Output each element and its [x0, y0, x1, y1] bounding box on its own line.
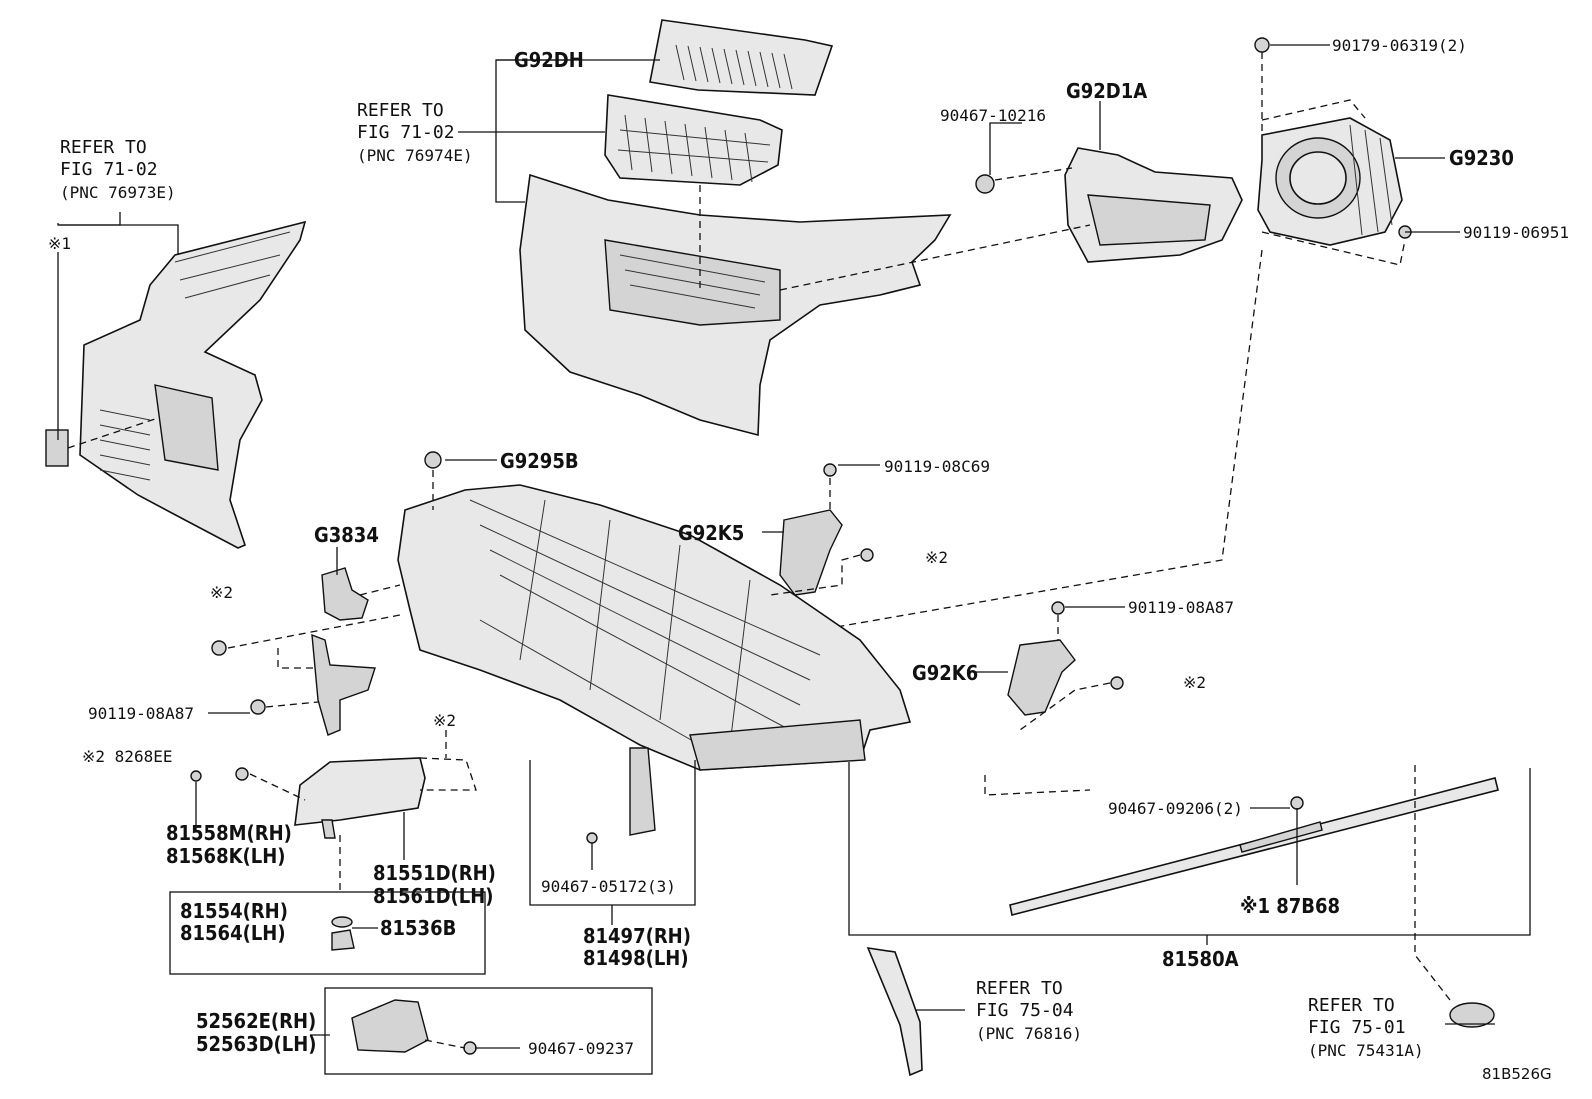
label-90467-09237: 90467-09237 — [528, 1039, 634, 1058]
label-note2-c: ※2 — [1183, 673, 1207, 692]
ref-bottom-mid-line1: REFER TO — [976, 978, 1063, 999]
label-note2-b: ※2 — [210, 583, 234, 602]
small-brackets-part — [211, 451, 1124, 736]
label-g9230: G9230 — [1449, 146, 1514, 170]
ref-center-line3: (PNC 76974E) — [357, 146, 473, 165]
label-note2-a: ※2 — [925, 548, 949, 567]
bottom-parts — [351, 947, 1495, 1077]
label-81568k: 81568K(LH) — [166, 844, 286, 868]
label-90119-08a87-left: 90119-08A87 — [88, 704, 194, 723]
leader-lines — [57, 44, 1531, 1075]
label-note1: ※1 — [48, 234, 72, 253]
diagram-id: 81B526G — [1482, 1065, 1552, 1083]
ref-bottom-right-line1: REFER TO — [1308, 995, 1395, 1016]
ref-bottom-mid-line2: FIG 75-04 — [976, 1000, 1074, 1021]
upper-tray-part — [519, 19, 952, 437]
label-g92d1a: G92D1A — [1066, 79, 1148, 103]
label-81580a: 81580A — [1162, 947, 1239, 971]
label-90119-08a87-right: 90119-08A87 — [1128, 598, 1234, 617]
ref-center-line2: FIG 71-02 — [357, 122, 455, 143]
label-90179-06319: 90179-06319(2) — [1332, 36, 1467, 55]
label-52562e: 52562E(RH) — [196, 1009, 317, 1033]
label-g92dh: G92DH — [514, 48, 584, 72]
label-81536b: 81536B — [380, 916, 457, 940]
label-g92k6: G92K6 — [912, 661, 979, 685]
label-81551d: 81551D(RH) — [373, 861, 496, 885]
label-90467-05172: 90467-05172(3) — [541, 877, 676, 896]
label-81561d: 81561D(LH) — [373, 884, 494, 908]
label-90119-08c69: 90119-08C69 — [884, 457, 990, 476]
fan-assembly-part — [779, 37, 1412, 636]
ref-center-line1: REFER TO — [357, 100, 444, 121]
label-90467-09206: 90467-09206(2) — [1108, 799, 1243, 818]
label-g92k5: G92K5 — [678, 521, 745, 545]
label-g9295b: G9295B — [500, 449, 579, 473]
battery-pack-part — [397, 484, 912, 771]
label-87b68: ※1 87B68 — [1240, 894, 1341, 918]
label-8268ee-cut: ※2 8268EE — [82, 747, 173, 766]
ref-bottom-mid-line3: (PNC 76816) — [976, 1024, 1082, 1043]
ref-left-line1: REFER TO — [60, 137, 147, 158]
label-81498: 81498(LH) — [583, 946, 689, 970]
label-81497: 81497(RH) — [583, 924, 691, 948]
ref-left-line3: (PNC 76973E) — [60, 183, 176, 202]
label-90119-06951: 90119-06951 — [1463, 223, 1569, 242]
label-52563d: 52563D(LH) — [196, 1032, 317, 1056]
left-panel-part — [45, 220, 307, 549]
ref-left-line2: FIG 71-02 — [60, 159, 158, 180]
label-81554: 81554(RH) — [180, 899, 288, 923]
lower-left-parts — [190, 730, 656, 951]
label-81564: 81564(LH) — [180, 921, 286, 945]
label-note2-d: ※2 — [433, 711, 457, 730]
label-g3834: G3834 — [314, 523, 379, 547]
label-90467-10216: 90467-10216 — [940, 106, 1046, 125]
label-81558m: 81558M(RH) — [166, 821, 292, 845]
trim-strip-part — [984, 765, 1499, 1001]
ref-bottom-right-line3: (PNC 75431A) — [1308, 1041, 1424, 1060]
ref-bottom-right-line2: FIG 75-01 — [1308, 1017, 1406, 1038]
